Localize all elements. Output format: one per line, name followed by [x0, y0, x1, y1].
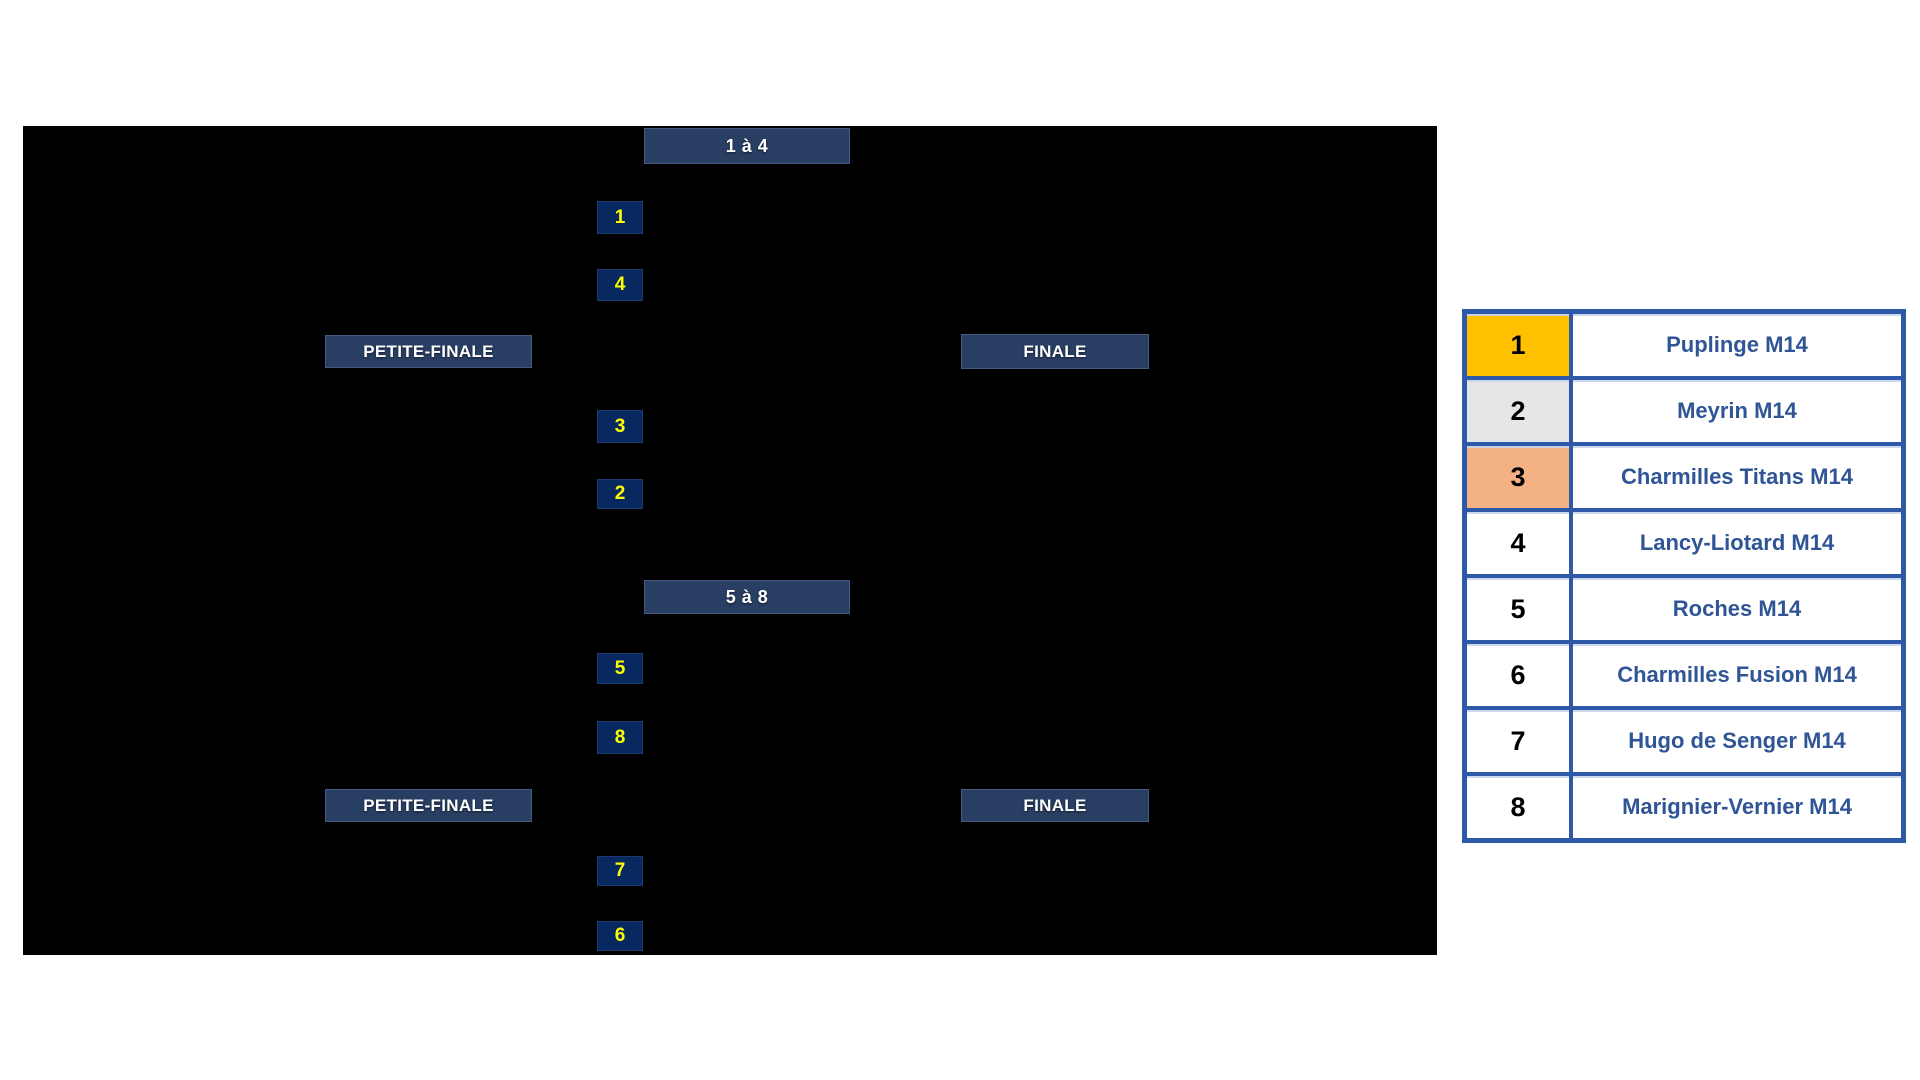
seed-badge-2: 2 [597, 479, 643, 509]
rank-cell: 5 [1467, 578, 1569, 640]
seed-badge-7: 7 [597, 856, 643, 886]
rank-cell: 2 [1467, 380, 1569, 442]
team-cell: Marignier-Vernier M14 [1573, 776, 1901, 838]
rank-cell: 7 [1467, 710, 1569, 772]
finale-label-top: FINALE [961, 334, 1149, 369]
table-row: 3 Charmilles Titans M14 [1467, 446, 1901, 508]
bracket-header-1-4: 1 à 4 [644, 128, 850, 164]
team-cell: Charmilles Fusion M14 [1573, 644, 1901, 706]
rank-cell: 8 [1467, 776, 1569, 838]
table-row: 4 Lancy-Liotard M14 [1467, 512, 1901, 574]
petite-finale-label-bottom: PETITE-FINALE [325, 789, 532, 822]
team-cell: Meyrin M14 [1573, 380, 1901, 442]
team-cell: Roches M14 [1573, 578, 1901, 640]
seed-badge-1: 1 [597, 201, 643, 234]
table-row: 1 Puplinge M14 [1467, 314, 1901, 376]
rank-cell: 6 [1467, 644, 1569, 706]
rank-cell: 1 [1467, 314, 1569, 376]
rank-cell: 3 [1467, 446, 1569, 508]
team-cell: Hugo de Senger M14 [1573, 710, 1901, 772]
table-row: 5 Roches M14 [1467, 578, 1901, 640]
petite-finale-label-top: PETITE-FINALE [325, 335, 532, 368]
bracket-panel: 1 à 4 1 4 PETITE-FINALE FINALE 3 2 5 à 8… [23, 126, 1437, 955]
rank-cell: 4 [1467, 512, 1569, 574]
bracket-header-5-8: 5 à 8 [644, 580, 850, 614]
table-row: 8 Marignier-Vernier M14 [1467, 776, 1901, 838]
seed-badge-5: 5 [597, 653, 643, 684]
seed-badge-6: 6 [597, 921, 643, 951]
table-row: 7 Hugo de Senger M14 [1467, 710, 1901, 772]
team-cell: Lancy-Liotard M14 [1573, 512, 1901, 574]
finale-label-bottom: FINALE [961, 789, 1149, 822]
seed-badge-8: 8 [597, 721, 643, 754]
team-cell: Puplinge M14 [1573, 314, 1901, 376]
seed-badge-3: 3 [597, 410, 643, 443]
table-row: 6 Charmilles Fusion M14 [1467, 644, 1901, 706]
seed-badge-4: 4 [597, 269, 643, 301]
table-row: 2 Meyrin M14 [1467, 380, 1901, 442]
standings-table: 1 Puplinge M14 2 Meyrin M14 3 Charmilles… [1462, 309, 1906, 843]
team-cell: Charmilles Titans M14 [1573, 446, 1901, 508]
